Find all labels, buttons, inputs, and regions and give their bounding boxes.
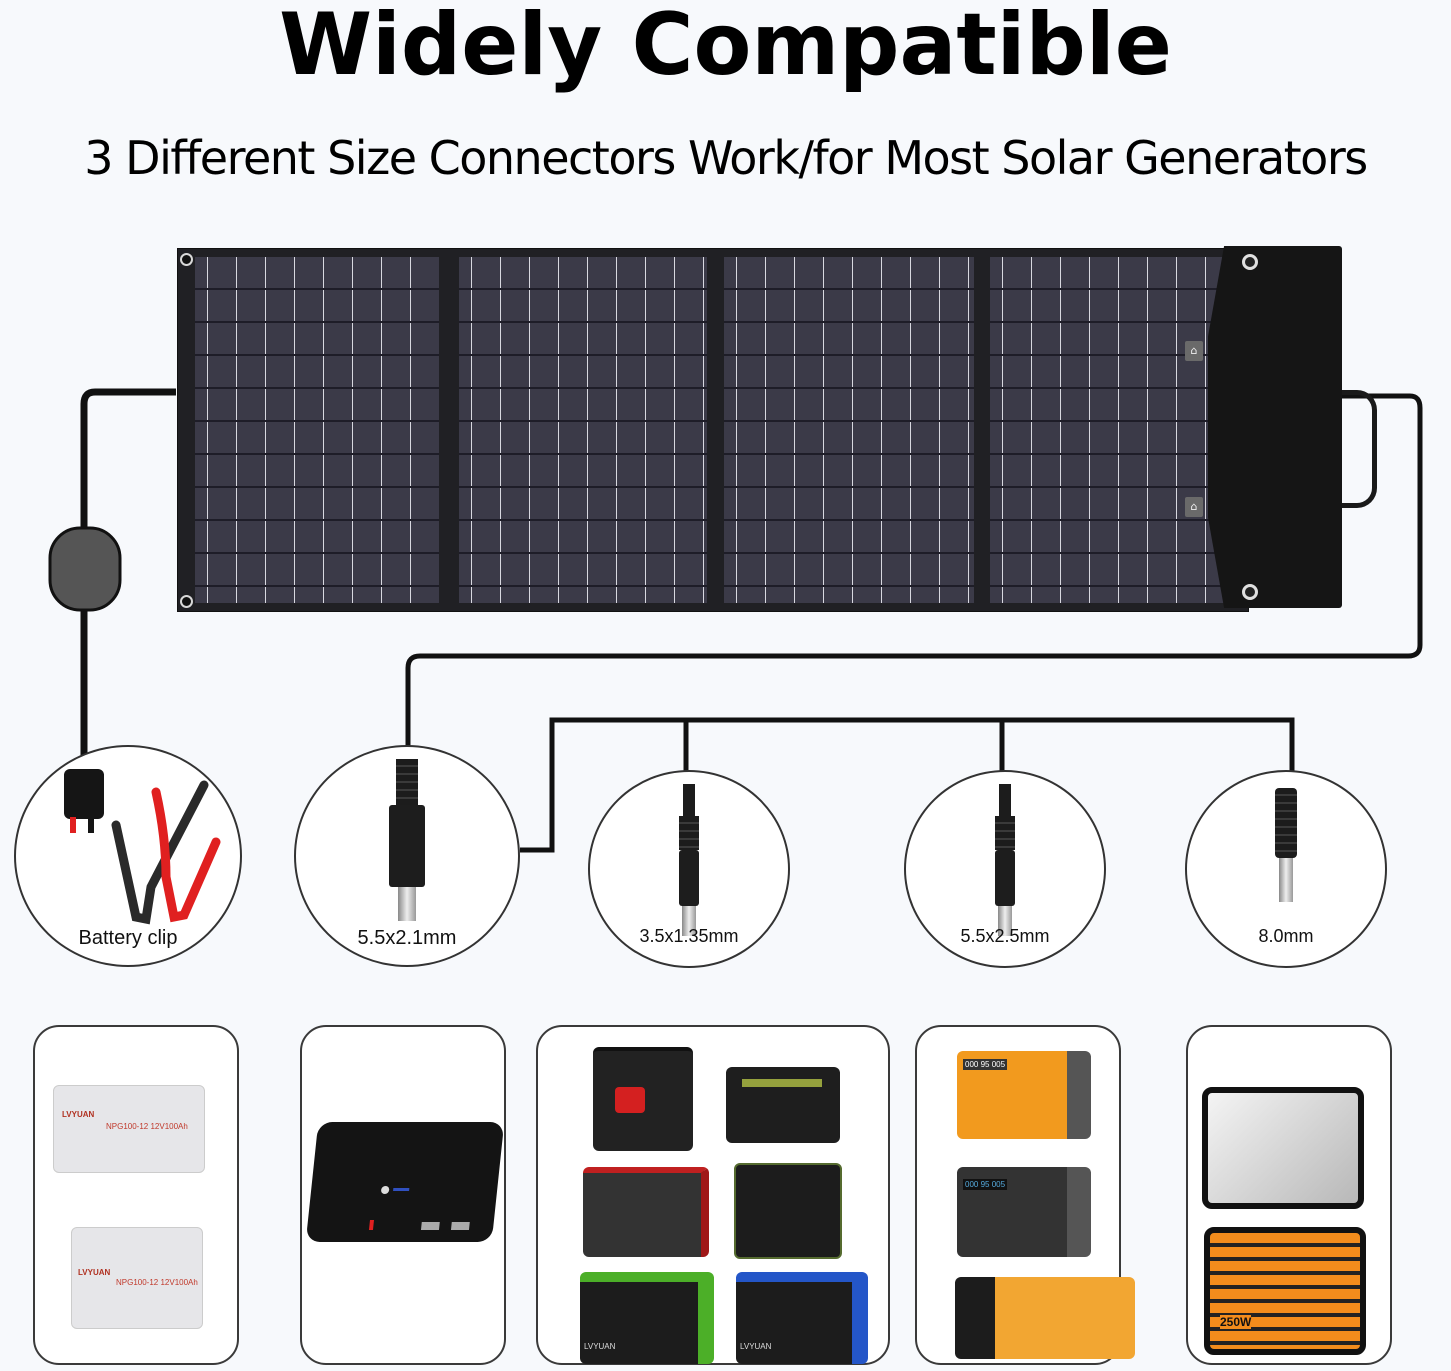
generator-image — [1202, 1087, 1364, 1209]
power-station-image — [726, 1067, 840, 1143]
device-card-power-stations-a: LVYUAN LVYUAN — [536, 1025, 890, 1365]
grommet-icon — [1242, 254, 1258, 270]
solar-cell-block-3 — [724, 257, 974, 603]
dc8-plug-icon — [1275, 788, 1297, 902]
device-card-batteries: LVYUAN NPG100-12 12V100Ah LVYUAN NPG100-… — [33, 1025, 239, 1365]
dc-plug-icon — [679, 784, 699, 936]
alligator-clip-icon — [64, 769, 221, 925]
solar-cell-block-1 — [195, 257, 439, 603]
power-station-image: LVYUAN — [580, 1272, 714, 1364]
generator-image: 250W — [1204, 1227, 1366, 1355]
connector-5-5x2-1mm: 5.5x2.1mm — [294, 745, 520, 967]
device-card-power-bank — [300, 1025, 506, 1365]
page-subtitle: 3 Different Size Connectors Work/for Mos… — [84, 131, 1368, 185]
connector-label: 5.5x2.5mm — [960, 926, 1050, 946]
device-card-power-stations-b: 000 95 005 000 95 005 — [915, 1025, 1135, 1365]
buckle-icon: ⌂ — [1185, 341, 1203, 361]
connector-label: 3.5x1.35mm — [639, 926, 739, 946]
buckle-icon: ⌂ — [1185, 497, 1203, 517]
page-title: Widely Compatible — [279, 0, 1172, 95]
connector-battery-clip: Battery clip — [14, 745, 242, 967]
solar-panel: ⌂ ⌂ — [177, 248, 1249, 612]
connector-label: 5.5x2.1mm — [357, 927, 457, 949]
grommet-icon — [180, 253, 193, 266]
power-station-image: 000 95 005 — [957, 1051, 1091, 1139]
power-station-image — [583, 1167, 709, 1257]
power-bank-image — [305, 1122, 505, 1242]
battery-image: LVYUAN NPG100-12 12V100Ah — [71, 1227, 203, 1329]
connector-8mm: 8.0mm — [1185, 770, 1387, 968]
device-card-power-stations-c: 250W — [1186, 1025, 1392, 1365]
power-station-image — [955, 1277, 1135, 1359]
power-station-image: LVYUAN — [736, 1272, 868, 1364]
power-station-image — [593, 1047, 693, 1151]
panel-cover-flap — [1208, 246, 1342, 608]
charge-controller-box — [48, 526, 122, 612]
connector-label: 8.0mm — [1258, 926, 1314, 946]
battery-image: LVYUAN NPG100-12 12V100Ah — [53, 1085, 205, 1173]
power-station-image: 000 95 005 — [957, 1167, 1091, 1257]
grommet-icon — [180, 595, 193, 608]
dc-plug-icon — [389, 759, 425, 921]
connector-5-5x2-5mm: 5.5x2.5mm — [904, 770, 1106, 968]
connector-label: Battery clip — [78, 927, 178, 949]
carry-handle — [1338, 390, 1377, 508]
connector-3-5x1-35mm: 3.5x1.35mm — [588, 770, 790, 968]
dc-plug-icon — [995, 784, 1015, 936]
solar-cell-block-4 — [990, 257, 1248, 603]
solar-cell-block-2 — [459, 257, 707, 603]
grommet-icon — [1242, 584, 1258, 600]
power-station-image — [734, 1163, 842, 1259]
